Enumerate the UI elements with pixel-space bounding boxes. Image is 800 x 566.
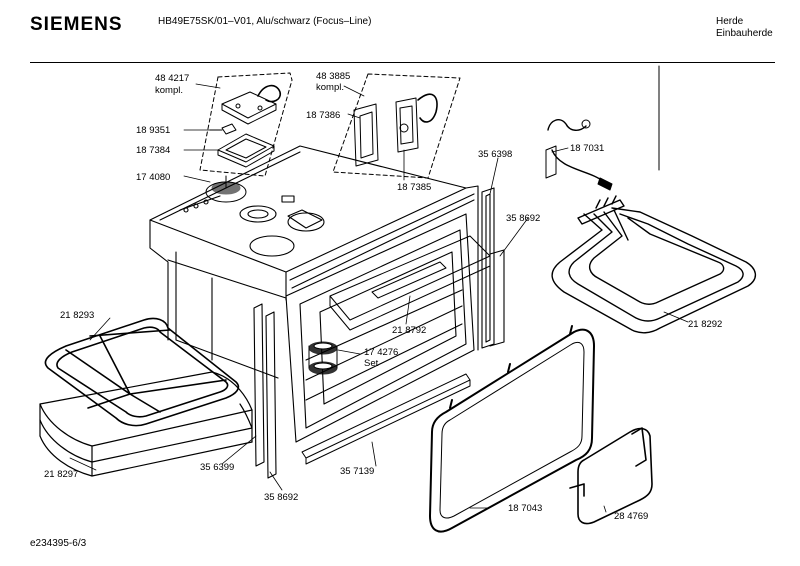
temperature-sensor [545,119,613,191]
part-label: 35 7139 [340,466,375,477]
group-box-484217 [199,72,293,177]
lamp-cover [217,133,275,168]
callout-leader-lines [69,83,689,513]
brand-logo: SIEMENS [30,14,123,35]
side-lamp-assembly [353,93,438,167]
part-label: 48 3885 [316,71,351,82]
right-side-rails [481,187,505,349]
part-label: 21 8297 [44,469,79,480]
oven-cavity-housing [149,145,479,443]
top-fan-unit [205,175,247,203]
part-label: 18 7386 [306,110,341,121]
part-label: 35 8692 [264,492,299,503]
category-label: Herde [716,16,744,27]
document-id: e234395-6/3 [30,538,87,549]
bottom-trim-strip [301,373,471,465]
part-label: 18 7043 [508,503,543,514]
part-label: 18 7385 [397,182,432,193]
part-label: 35 6398 [478,149,513,160]
small-door-gasket [569,427,653,525]
left-front-rails [253,303,277,479]
door-seal-gasket [429,325,595,533]
part-label: 18 9351 [136,125,171,136]
cavity-light-set [308,341,338,375]
part-label: 48 4217 [155,73,190,84]
part-label: 35 8692 [506,213,541,224]
part-label: 21 8792 [392,325,427,336]
insulation-mat [39,371,253,477]
header-divider [30,62,775,63]
part-label: 18 7384 [136,145,171,156]
grill-heating-element [551,195,756,334]
model-title: HB49E75SK/01–V01, Alu/schwarz (Focus–Lin… [158,16,372,27]
subcategory-label: Einbauherde [716,28,773,39]
part-note: kompl. [316,82,344,93]
part-label: 35 6399 [200,462,235,473]
oven-lamp-assembly [221,84,282,125]
circular-heating-element [44,317,240,427]
part-label: 21 8292 [688,319,723,330]
part-note: Set [364,358,379,369]
part-label: 28 4769 [614,511,649,522]
lamp-socket [209,123,237,135]
part-label: 17 4276 [364,347,399,358]
part-label: 21 8293 [60,310,95,321]
part-label: 18 7031 [570,143,605,154]
part-label: 17 4080 [136,172,171,183]
part-note: kompl. [155,85,183,96]
